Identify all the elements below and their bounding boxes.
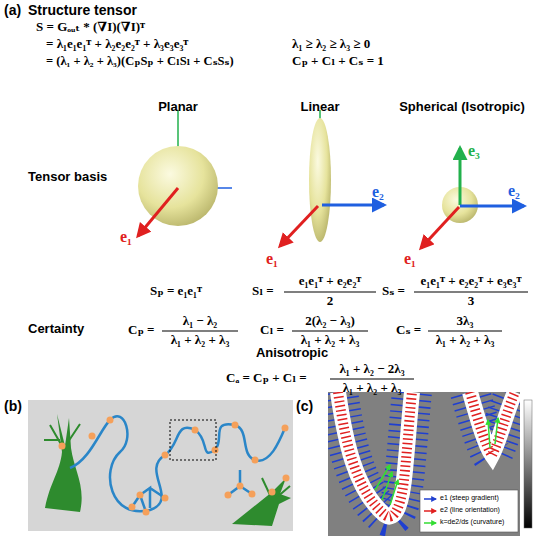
vector-label: e₂: [508, 182, 520, 200]
row-heading: Anisotropic: [256, 346, 328, 361]
numerator: 3λ₃: [457, 314, 474, 329]
denominator: 3: [468, 294, 475, 309]
numerator: e₁e₁ᵀ + e₂e₂ᵀ + e₃e₃ᵀ: [421, 274, 522, 289]
row-heading: Certainty: [28, 322, 84, 337]
tensor-field-image: [315, 392, 545, 536]
numerator: e₁e₁ᵀ + e₂e₂ᵀ: [299, 274, 362, 289]
linear-glyph: [280, 110, 384, 246]
legend-text: e2 (line orientation): [440, 506, 500, 514]
formula: Cₛ =: [396, 323, 421, 338]
neuron-illustration: [28, 400, 293, 531]
vector-label: e₁: [120, 228, 132, 246]
equation: = (λ₁ + λ₂ + λ₃)(CₚSₚ + CₗSₗ + CₛSₛ): [46, 54, 234, 68]
panel-label: (a): [4, 2, 21, 18]
fraction-bars: [162, 292, 528, 379]
formula: Cₐ = Cₚ + Cₗ =: [226, 371, 307, 386]
denominator: 2: [327, 294, 334, 309]
formula: Sₗ =: [252, 284, 274, 299]
panel-label: (c): [296, 398, 313, 414]
row-heading: Tensor basis: [28, 170, 107, 185]
column-heading: Spherical (Isotropic): [399, 100, 525, 115]
column-heading: Planar: [158, 100, 198, 115]
vector-label: e₁: [266, 250, 278, 268]
legend-text: e1 (steep gradient): [440, 494, 499, 502]
denominator: λ₁ + λ₂ + λ₃: [343, 381, 402, 396]
spherical-glyph: [421, 148, 524, 248]
vector-label: e₂: [372, 183, 384, 201]
equation: Cₚ + Cₗ + Cₛ = 1: [292, 54, 384, 69]
section-heading: Structure tensor: [28, 2, 137, 18]
formula: Cₗ =: [260, 323, 284, 338]
planar-glyph: [138, 110, 232, 236]
denominator: λ₁ + λ₂ + λ₃: [171, 333, 230, 348]
numerator: λ₁ − λ₂: [183, 314, 217, 329]
equation: = λ₁e₁e₁ᵀ + λ₂e₂e₂ᵀ + λ₃e₃e₃ᵀ: [46, 37, 188, 52]
numerator: λ₁ + λ₂ − 2λ₃: [339, 362, 404, 377]
numerator: 2(λ₂ − λ₃): [305, 314, 355, 329]
formula: Sₚ = e₁e₁ᵀ: [150, 284, 202, 299]
vector-label: e₁: [404, 250, 416, 268]
vector-label: e₃: [468, 142, 480, 160]
denominator: λ₁ + λ₂ + λ₃: [436, 333, 495, 348]
formula: Sₛ =: [382, 284, 405, 299]
panel-label: (b): [4, 398, 22, 414]
equation: S = Gₒᵤₜ * (∇I)(∇I)ᵀ: [36, 20, 145, 35]
formula: Cₚ =: [128, 323, 155, 338]
equation: λ₁ ≥ λ₂ ≥ λ₃ ≥ 0: [292, 37, 370, 52]
column-heading: Linear: [300, 100, 339, 115]
legend-text: k=de2/ds (curvature): [440, 518, 504, 526]
